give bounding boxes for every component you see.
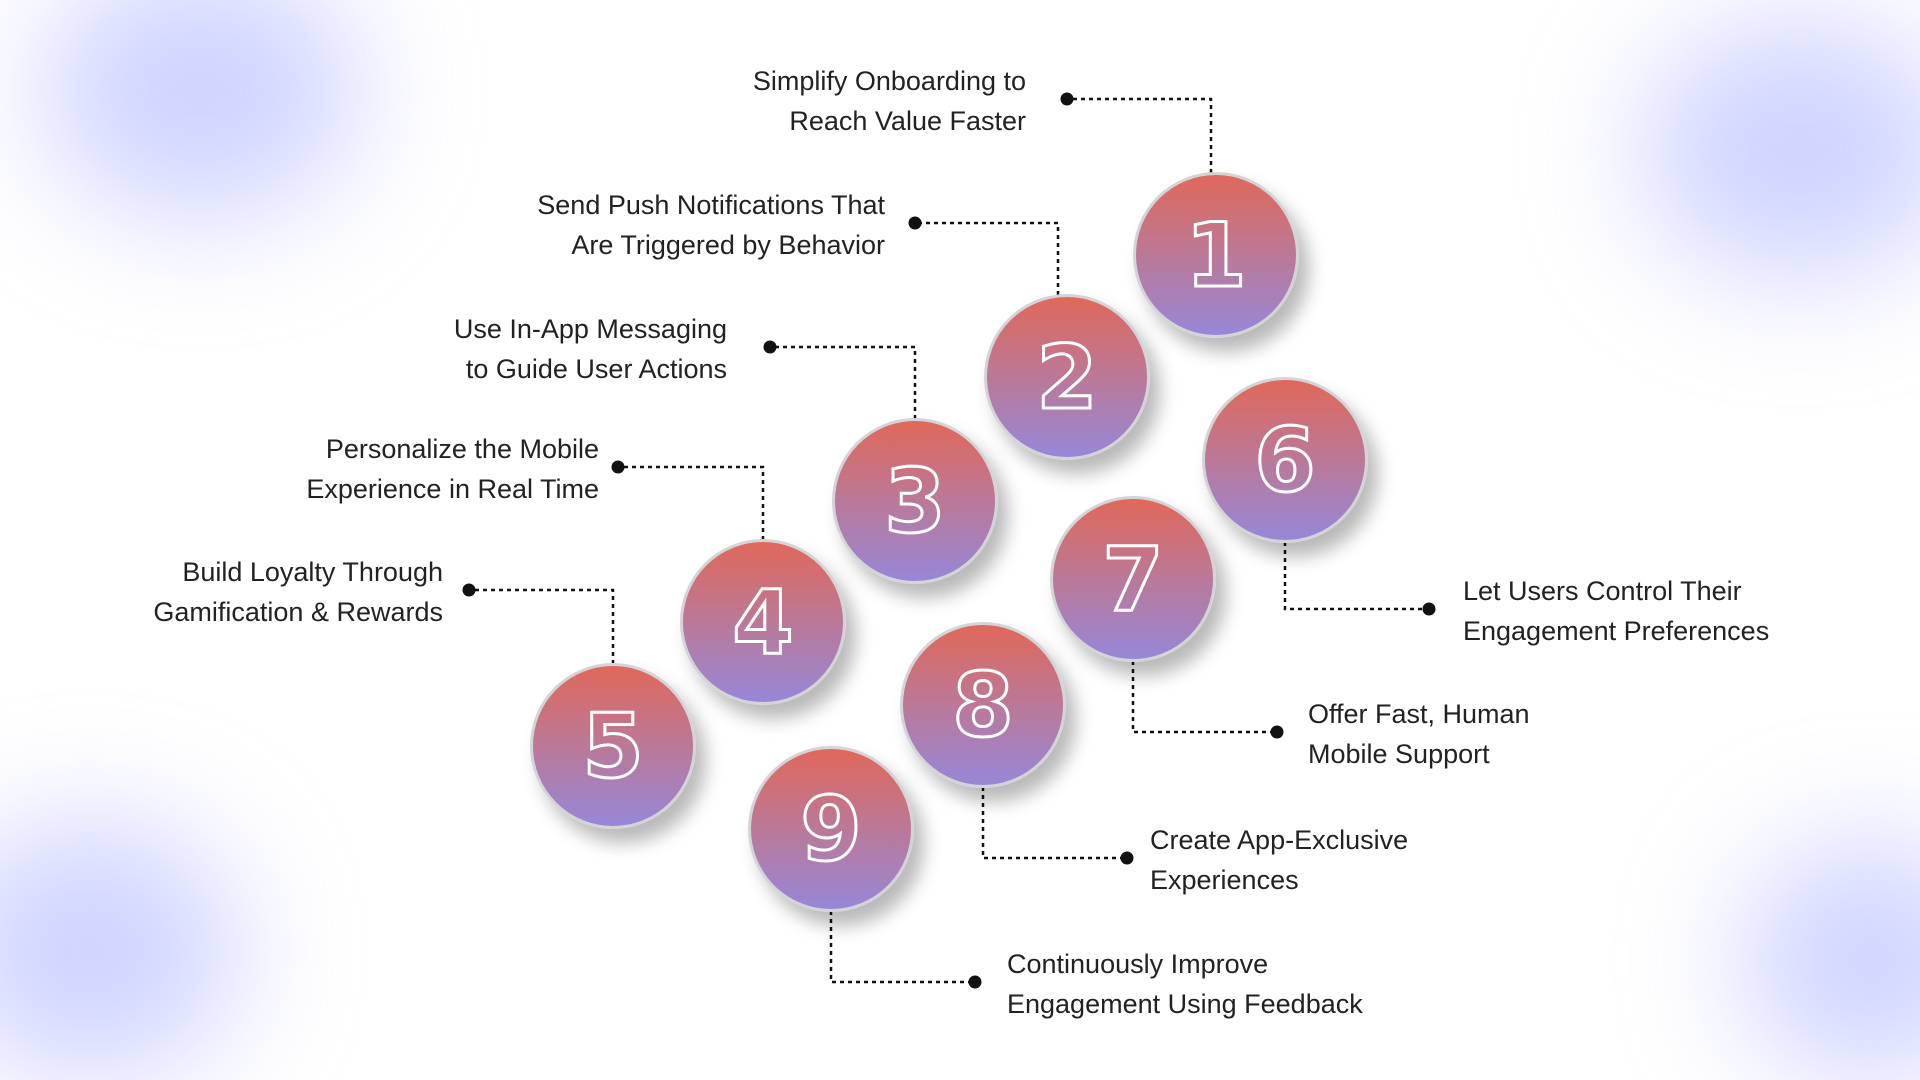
connector-dot-6: [1422, 602, 1436, 616]
step-number: 3: [883, 448, 947, 554]
connector-dot-8: [1120, 851, 1134, 865]
step-circle-2: 2: [984, 294, 1150, 460]
step-label-line: Continuously Improve: [1007, 949, 1269, 979]
connector-line-8: [981, 787, 1127, 860]
step-number: 8: [951, 652, 1015, 758]
step-label-line: Experiences: [1150, 865, 1299, 895]
step-circle-9: 9: [748, 746, 914, 912]
step-number: 7: [1101, 526, 1165, 632]
connector-dot-9: [968, 975, 982, 989]
step-label-line: Offer Fast, Human: [1308, 699, 1530, 729]
connector-line-1: [1067, 97, 1213, 173]
connector-line-3: [770, 345, 917, 419]
step-circle-5: 5: [530, 663, 696, 829]
bg-glow: [40, 0, 360, 220]
step-circle-4: 4: [680, 539, 846, 705]
step-label-line: Are Triggered by Behavior: [571, 230, 885, 260]
step-label-line: Send Push Notifications That: [537, 190, 885, 220]
step-label-line: Reach Value Faster: [789, 106, 1026, 136]
connector-dot-7: [1270, 725, 1284, 739]
step-number: 6: [1253, 407, 1317, 513]
step-label-line: Experience in Real Time: [306, 474, 599, 504]
step-circle-6: 6: [1202, 377, 1368, 543]
step-label-line: Use In-App Messaging: [453, 314, 727, 344]
step-circle-1: 1: [1133, 172, 1299, 338]
step-number: 9: [799, 776, 863, 882]
step-label-3: Use In-App Messaging to Guide User Action…: [454, 309, 727, 389]
connector-line-5: [469, 588, 615, 664]
step-circle-7: 7: [1050, 496, 1216, 662]
step-label-1: Simplify Onboarding to Reach Value Faster: [753, 61, 1026, 141]
connector-line-2: [915, 221, 1060, 295]
connector-line-6: [1283, 542, 1429, 611]
step-number: 4: [731, 569, 795, 675]
bg-glow: [1640, 20, 1920, 280]
step-circle-3: 3: [832, 418, 998, 584]
connector-dot-4: [611, 460, 625, 474]
connector-dot-2: [908, 216, 922, 230]
connector-line-7: [1131, 661, 1277, 734]
connector-dot-5: [462, 583, 476, 597]
connector-line-9: [829, 911, 975, 984]
bg-glow: [0, 820, 240, 1080]
step-number: 5: [581, 693, 645, 799]
step-label-line: Engagement Using Feedback: [1007, 989, 1363, 1019]
step-label-line: Simplify Onboarding to: [752, 66, 1026, 96]
step-label-line: Gamification & Rewards: [153, 597, 443, 627]
step-label-line: Engagement Preferences: [1463, 616, 1770, 646]
step-label-line: Personalize the Mobile: [325, 434, 599, 464]
step-label-line: Mobile Support: [1308, 739, 1490, 769]
connector-dot-3: [763, 340, 777, 354]
connector-line-4: [618, 465, 765, 540]
step-circle-8: 8: [900, 622, 1066, 788]
step-label-line: Build Loyalty Through: [182, 557, 443, 587]
step-label-line: Let Users Control Their: [1463, 576, 1742, 606]
step-number: 2: [1035, 324, 1099, 430]
step-label-line: to Guide User Actions: [465, 354, 727, 384]
connector-dot-1: [1060, 92, 1074, 106]
step-number: 1: [1184, 202, 1248, 308]
step-label-line: Create App-Exclusive: [1150, 825, 1409, 855]
